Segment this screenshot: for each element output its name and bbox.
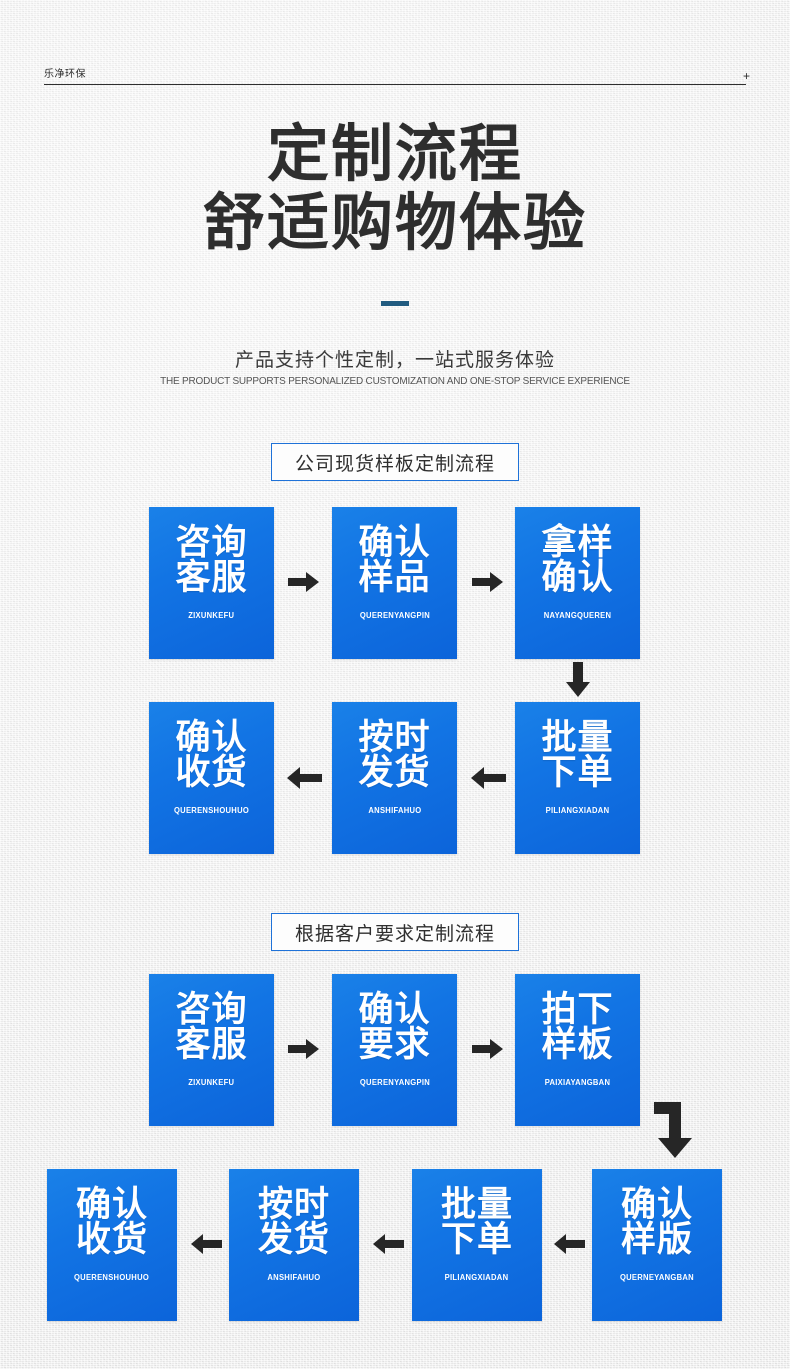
- flow-step-box[interactable]: 批量 下单 PILIANGXIADAN: [412, 1169, 542, 1321]
- arrow-left-icon: [372, 1232, 404, 1256]
- flow-step-box[interactable]: 确认 样品 QUERENYANGPIN: [332, 507, 457, 659]
- arrow-right-icon: [288, 1037, 320, 1061]
- flow-step-label-cn: 确认 要求: [358, 989, 431, 1065]
- flow-step-label-cn: 按时 发货: [358, 717, 431, 793]
- flow-step-box[interactable]: 拿样 确认 NAYANGQUEREN: [515, 507, 640, 659]
- arrow-right-icon: [472, 570, 504, 594]
- flow-step-label-pinyin: PILIANGXIADAN: [445, 1273, 509, 1282]
- divider-dash: [381, 301, 409, 306]
- flow-step-box[interactable]: 确认 样版 QUERNEYANGBAN: [592, 1169, 722, 1321]
- flow-step-box[interactable]: 按时 发货 ANSHIFAHUO: [229, 1169, 359, 1321]
- arrow-down-icon: [565, 662, 591, 698]
- flow-step-label-pinyin: QUERNEYANGBAN: [620, 1273, 694, 1282]
- flow-step-label-cn: 确认 收货: [75, 1184, 148, 1260]
- flow-step-label-pinyin: ZIXUNKEFU: [188, 611, 235, 620]
- flow-step-label-pinyin: QUERENYANGPIN: [359, 1078, 430, 1087]
- section-title-2: 根据客户要求定制流程: [271, 913, 519, 951]
- flow-step-box[interactable]: 按时 发货 ANSHIFAHUO: [332, 702, 457, 854]
- arrow-left-icon: [286, 765, 322, 791]
- arrow-right-icon: [288, 570, 320, 594]
- flow-step-label-cn: 咨询 客服: [175, 989, 248, 1065]
- flow-step-label-pinyin: ANSHIFAHUO: [267, 1273, 321, 1282]
- flow-step-label-pinyin: ANSHIFAHUO: [367, 806, 422, 815]
- flow-step-label-cn: 拿样 确认: [541, 522, 614, 598]
- flow-step-label-cn: 批量 下单: [541, 717, 614, 793]
- brand-label: 乐净环保: [44, 69, 86, 80]
- flow-step-box[interactable]: 确认 要求 QUERENYANGPIN: [332, 974, 457, 1126]
- arrow-right-icon: [472, 1037, 504, 1061]
- flow-step-label-cn: 确认 样品: [358, 522, 431, 598]
- flow-step-label-cn: 拍下 样板: [541, 989, 614, 1065]
- flow-step-label-cn: 确认 收货: [175, 717, 248, 793]
- page-header: 乐净环保 +: [44, 58, 750, 85]
- flow-step-box[interactable]: 确认 收货 QUERENSHOUHUO: [47, 1169, 177, 1321]
- flow-step-box[interactable]: 批量 下单 PILIANGXIADAN: [515, 702, 640, 854]
- flow-step-box[interactable]: 确认 收货 QUERENSHOUHUO: [149, 702, 274, 854]
- flow-step-box[interactable]: 咨询 客服 ZIXUNKEFU: [149, 507, 274, 659]
- page-title-line2: 舒适购物体验: [202, 186, 587, 260]
- flow-step-label-pinyin: PAIXIAYANGBAN: [544, 1078, 611, 1087]
- arrow-elbow-down-icon: [650, 1098, 694, 1160]
- hero-title-block: 定制流程 舒适购物体验: [0, 117, 790, 260]
- flow-step-label-pinyin: QUERENSHOUHUO: [173, 806, 250, 815]
- flow-step-label-cn: 按时 发货: [257, 1184, 330, 1260]
- flow-step-label-pinyin: ZIXUNKEFU: [188, 1078, 235, 1087]
- flow-step-label-cn: 批量 下单: [440, 1184, 513, 1260]
- section-title-1: 公司现货样板定制流程: [271, 443, 519, 481]
- flow-step-box[interactable]: 咨询 客服 ZIXUNKEFU: [149, 974, 274, 1126]
- flow-step-label-pinyin: QUERENSHOUHUO: [74, 1273, 150, 1282]
- subtitle-chinese: 产品支持个性定制，一站式服务体验: [234, 349, 555, 371]
- arrow-left-icon: [553, 1232, 585, 1256]
- arrow-left-icon: [470, 765, 506, 791]
- plus-icon[interactable]: +: [742, 69, 750, 83]
- flow-step-label-pinyin: QUERENYANGPIN: [359, 611, 430, 620]
- flow-step-label-cn: 确认 样版: [620, 1184, 693, 1260]
- flow-step-box[interactable]: 拍下 样板 PAIXIAYANGBAN: [515, 974, 640, 1126]
- arrow-left-icon: [190, 1232, 222, 1256]
- flow-step-label-cn: 咨询 客服: [175, 522, 248, 598]
- flow-step-label-pinyin: PILIANGXIADAN: [545, 806, 610, 815]
- page-title-line1: 定制流程: [266, 117, 523, 190]
- flow-step-label-pinyin: NAYANGQUEREN: [543, 611, 612, 620]
- subtitle-english: THE PRODUCT SUPPORTS PERSONALIZED CUSTOM…: [160, 375, 630, 387]
